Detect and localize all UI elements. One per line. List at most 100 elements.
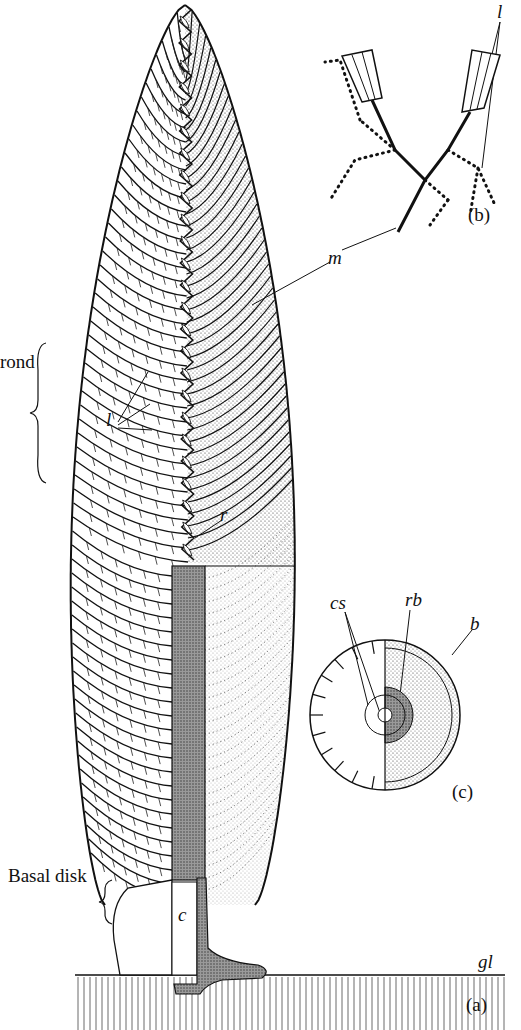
section-line bbox=[205, 566, 294, 626]
leaf-hatch bbox=[171, 104, 173, 112]
leaf-hatch bbox=[161, 333, 163, 341]
ground-hatch-line bbox=[282, 977, 283, 1030]
ground-hatch-line bbox=[390, 977, 391, 1030]
ground-hatch-line bbox=[138, 977, 139, 1030]
leaf-hatch bbox=[173, 350, 175, 358]
leaf-hatch bbox=[145, 159, 147, 167]
leaf-hatch bbox=[92, 472, 94, 480]
leaf-edge bbox=[72, 615, 172, 660]
leaf-edge bbox=[73, 531, 173, 576]
leaf-hatch bbox=[101, 649, 103, 657]
leaf-hatch bbox=[173, 364, 175, 372]
ground-hatch-line bbox=[420, 977, 421, 1030]
rachis-lobe bbox=[183, 500, 192, 512]
leaf-hatch bbox=[130, 734, 132, 742]
ground-hatch-line bbox=[330, 977, 331, 1030]
leaf-hatch bbox=[159, 784, 161, 792]
leaf-hatch bbox=[101, 551, 103, 559]
leaf-edge bbox=[100, 265, 187, 310]
basal-cavity bbox=[172, 882, 197, 975]
ground-hatch-line bbox=[402, 977, 403, 1030]
leaf-hatch bbox=[97, 402, 99, 410]
ground-hatch-line bbox=[288, 977, 289, 1030]
ground-hatch-line bbox=[426, 977, 427, 1030]
section-line bbox=[205, 662, 291, 722]
leaf-hatch bbox=[110, 831, 112, 839]
leaf-hatch bbox=[91, 500, 93, 508]
ground-hatch-line bbox=[276, 977, 277, 1030]
leaf-hatch bbox=[160, 361, 162, 369]
leaf-hatch bbox=[151, 131, 153, 139]
leaf-hatch bbox=[129, 664, 131, 672]
leaf-hatch bbox=[117, 355, 119, 363]
leaf-hatch bbox=[144, 697, 146, 705]
leaf-hatch bbox=[118, 341, 120, 349]
radial-tick bbox=[372, 641, 374, 654]
leaf-hatch bbox=[115, 601, 117, 609]
leaf-hatch bbox=[125, 461, 127, 469]
leaf-hatch bbox=[131, 762, 133, 770]
leaf-edge bbox=[72, 545, 172, 590]
leaf-hatch bbox=[157, 445, 159, 453]
leaf-edge bbox=[73, 517, 188, 562]
leaf-hatch bbox=[105, 775, 107, 783]
leaf-hatch bbox=[157, 459, 159, 467]
leaf-hatch bbox=[178, 182, 180, 190]
leaf-hatch bbox=[129, 650, 131, 658]
leaf-hatch bbox=[129, 566, 131, 574]
leaf-hatch bbox=[109, 467, 111, 475]
leaf-hatch bbox=[123, 531, 125, 539]
petaloid-branch bbox=[186, 120, 236, 190]
leaf-hatch bbox=[158, 616, 160, 624]
leaf-hatch bbox=[126, 433, 128, 441]
section-line bbox=[205, 818, 276, 878]
petaloid-branch bbox=[186, 48, 211, 118]
section-line bbox=[205, 650, 292, 710]
leaf-hatch bbox=[87, 542, 89, 550]
leaf-edge bbox=[137, 111, 186, 156]
leaf-hatch bbox=[168, 207, 170, 215]
section-line bbox=[205, 638, 292, 698]
radial-tick bbox=[352, 771, 358, 783]
ground-hatch-line bbox=[156, 977, 157, 1030]
leaf-hatch bbox=[87, 668, 89, 676]
section-line bbox=[205, 794, 280, 854]
leaf-hatch bbox=[137, 293, 139, 301]
leaf-hatch bbox=[135, 321, 137, 329]
leaf-hatch bbox=[133, 229, 135, 237]
ground-hatch bbox=[78, 977, 504, 1030]
leaf-hatch bbox=[119, 783, 121, 791]
leaf-edge bbox=[141, 97, 185, 142]
leaf-hatch bbox=[115, 685, 117, 693]
radial-tick bbox=[313, 694, 326, 698]
leaf-hatch bbox=[109, 817, 111, 825]
leaf-hatch bbox=[181, 112, 183, 120]
frond-outline-left bbox=[71, 5, 185, 905]
leaf-hatch bbox=[156, 515, 158, 523]
leaf-hatch bbox=[145, 767, 147, 775]
basal-disk-anchor bbox=[174, 878, 266, 994]
leaf-hatch bbox=[150, 300, 152, 308]
leaf-hatch bbox=[144, 384, 146, 392]
leaf-hatch bbox=[101, 635, 103, 643]
leaf-hatch bbox=[122, 220, 124, 228]
part-label: cs bbox=[330, 593, 346, 612]
leaf-hatch bbox=[171, 165, 173, 173]
leaf-hatch bbox=[115, 615, 117, 623]
leaf-edge bbox=[89, 335, 187, 380]
leaf-hatch bbox=[160, 868, 162, 876]
leaf-edge bbox=[95, 293, 187, 338]
leaf-edge bbox=[85, 363, 187, 408]
section-line bbox=[205, 830, 274, 890]
leaf-hatch bbox=[117, 727, 119, 735]
rachis-lobe bbox=[180, 60, 189, 72]
leaf-hatch bbox=[91, 486, 93, 494]
leaf-hatch bbox=[155, 543, 157, 551]
leaf-hatch bbox=[169, 83, 171, 91]
rachis-lobe bbox=[181, 214, 190, 226]
leaf-hatch bbox=[172, 476, 174, 484]
leaf-hatch bbox=[130, 692, 132, 700]
leaf-hatch bbox=[120, 811, 122, 819]
leaf-hatch bbox=[155, 557, 157, 565]
